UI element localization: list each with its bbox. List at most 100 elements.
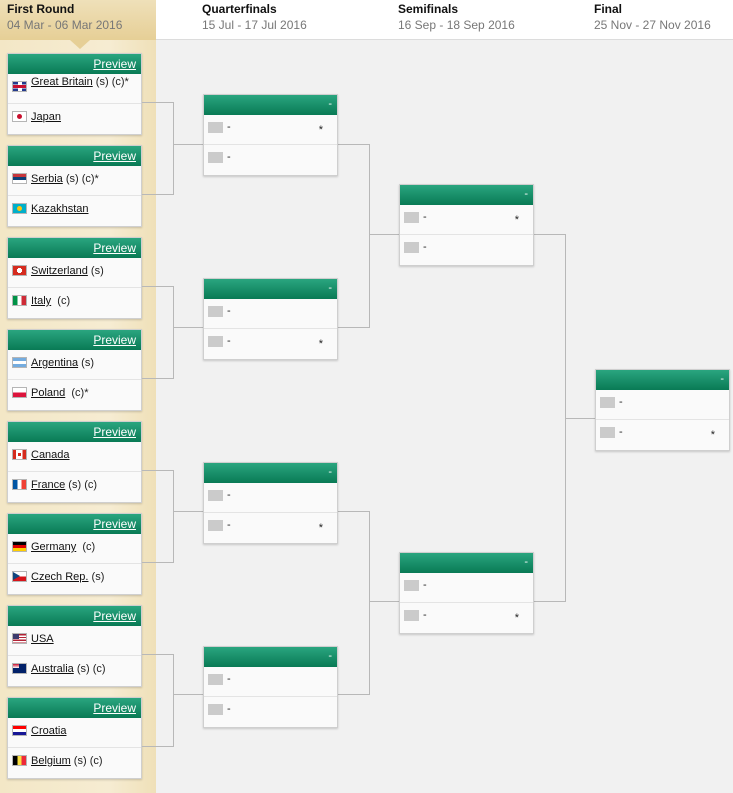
team-placeholder: - bbox=[227, 673, 231, 685]
team-link[interactable]: Argentina bbox=[31, 357, 79, 369]
team-row: Great Britain (s) (c)* bbox=[8, 74, 141, 104]
choice-of-ground-marker: * bbox=[514, 214, 519, 226]
round-name: Final bbox=[594, 2, 623, 16]
quarterfinal-match-4[interactable]: - - - bbox=[203, 646, 338, 728]
round-header-semifinals: Semifinals 16 Sep - 18 Sep 2016 bbox=[398, 0, 515, 40]
team-link[interactable]: Australia bbox=[31, 663, 74, 675]
bracket-connector bbox=[142, 470, 173, 471]
flag-placeholder-icon bbox=[404, 242, 419, 253]
bracket-connector bbox=[173, 654, 174, 747]
team-note: (c) bbox=[76, 541, 96, 553]
semifinal-match-2[interactable]: - - -* bbox=[399, 552, 534, 634]
team-entry: Serbia (s) (c)* bbox=[31, 173, 137, 185]
team-entry: Poland (c)* bbox=[31, 387, 137, 399]
team-link[interactable]: Japan bbox=[31, 111, 61, 123]
quarterfinal-match-3[interactable]: - - -* bbox=[203, 462, 338, 544]
flag-placeholder-icon bbox=[208, 490, 223, 501]
team-row: Belgium (s) (c) bbox=[8, 748, 141, 778]
team-link[interactable]: Belgium bbox=[31, 755, 71, 767]
bracket-connector bbox=[173, 327, 203, 328]
round-name: First Round bbox=[7, 2, 75, 16]
team-link[interactable]: Croatia bbox=[31, 725, 67, 737]
team-entry: Germany (c) bbox=[31, 541, 137, 553]
flag-placeholder-icon bbox=[208, 674, 223, 685]
flag-placeholder-icon bbox=[208, 336, 223, 347]
team-slot: - bbox=[400, 235, 533, 265]
preview-link[interactable]: Preview bbox=[93, 149, 136, 163]
round-header-final: Final 25 Nov - 27 Nov 2016 bbox=[594, 0, 711, 40]
it-flag-icon bbox=[12, 295, 27, 306]
flag-placeholder-icon bbox=[404, 212, 419, 223]
round-name: Semifinals bbox=[398, 2, 459, 16]
round-name: Quarterfinals bbox=[202, 2, 277, 16]
team-entry: Czech Rep. (s) bbox=[31, 571, 137, 583]
match-header: - bbox=[204, 463, 337, 483]
team-slot: -* bbox=[596, 420, 729, 450]
bracket-connector bbox=[173, 470, 174, 563]
team-row: Kazakhstan bbox=[8, 196, 141, 226]
match-header: - bbox=[400, 553, 533, 573]
team-slot: - bbox=[596, 390, 729, 420]
preview-link[interactable]: Preview bbox=[93, 241, 136, 255]
team-link[interactable]: Canada bbox=[31, 449, 70, 461]
team-entry: Croatia bbox=[31, 725, 137, 737]
team-link[interactable]: Switzerland bbox=[31, 265, 88, 277]
preview-link[interactable]: Preview bbox=[93, 57, 136, 71]
bracket-connector bbox=[173, 286, 174, 379]
match-header: - bbox=[400, 185, 533, 205]
flag-placeholder-icon bbox=[600, 397, 615, 408]
choice-of-ground-marker: * bbox=[318, 338, 323, 350]
round-header-quarterfinals: Quarterfinals 15 Jul - 17 Jul 2016 bbox=[202, 0, 307, 40]
team-row: Argentina (s) bbox=[8, 350, 141, 380]
team-note: (s) bbox=[78, 357, 94, 369]
team-link[interactable]: Italy bbox=[31, 295, 52, 307]
team-entry: Belgium (s) (c) bbox=[31, 755, 137, 767]
team-entry: Canada bbox=[31, 449, 137, 461]
final-match[interactable]: - - -* bbox=[595, 369, 730, 451]
team-link[interactable]: Germany bbox=[31, 541, 77, 553]
semifinal-match-1[interactable]: - -* - bbox=[399, 184, 534, 266]
team-link[interactable]: Kazakhstan bbox=[31, 203, 89, 215]
preview-link[interactable]: Preview bbox=[93, 517, 136, 531]
team-placeholder: - bbox=[423, 241, 427, 253]
bracket-connector bbox=[338, 511, 369, 512]
round-header-first-round: First Round 04 Mar - 06 Mar 2016 bbox=[0, 0, 156, 40]
us-flag-icon bbox=[12, 633, 27, 644]
team-link[interactable]: Great Britain bbox=[31, 76, 93, 88]
team-entry: Switzerland (s) bbox=[31, 265, 137, 277]
jp-flag-icon bbox=[12, 111, 27, 122]
preview-link[interactable]: Preview bbox=[93, 425, 136, 439]
flag-placeholder-icon bbox=[404, 610, 419, 621]
preview-link[interactable]: Preview bbox=[93, 701, 136, 715]
round-dates: 16 Sep - 18 Sep 2016 bbox=[398, 18, 515, 32]
bracket-connector bbox=[338, 327, 369, 328]
team-link[interactable]: Czech Rep. bbox=[31, 571, 89, 583]
team-link[interactable]: France bbox=[31, 479, 66, 491]
team-note: (s) (c) bbox=[65, 479, 98, 491]
team-link[interactable]: USA bbox=[31, 633, 54, 645]
choice-of-ground-marker: * bbox=[514, 612, 519, 624]
team-entry: Great Britain (s) (c)* bbox=[31, 76, 137, 88]
bracket-connector bbox=[338, 694, 369, 695]
bracket-connector bbox=[142, 194, 173, 195]
team-slot: -* bbox=[204, 329, 337, 359]
quarterfinal-match-2[interactable]: - - -* bbox=[203, 278, 338, 360]
flag-placeholder-icon bbox=[600, 427, 615, 438]
flag-placeholder-icon bbox=[404, 580, 419, 591]
team-link[interactable]: Poland bbox=[31, 387, 66, 399]
team-placeholder: - bbox=[227, 151, 231, 163]
preview-link[interactable]: Preview bbox=[93, 333, 136, 347]
au-flag-icon bbox=[12, 663, 27, 674]
bracket-connector bbox=[173, 144, 203, 145]
team-slot: - bbox=[204, 667, 337, 697]
team-placeholder: - bbox=[227, 703, 231, 715]
team-placeholder: - bbox=[423, 579, 427, 591]
bracket-connector bbox=[142, 654, 173, 655]
rounds-header: First Round 04 Mar - 06 Mar 2016 Quarter… bbox=[0, 0, 733, 40]
first-round-tie-6: Preview Germany (c) Czech Rep. (s) bbox=[7, 513, 142, 595]
team-link[interactable]: Serbia bbox=[31, 173, 63, 185]
preview-link[interactable]: Preview bbox=[93, 609, 136, 623]
team-placeholder: - bbox=[227, 335, 231, 347]
quarterfinal-match-1[interactable]: - -* - bbox=[203, 94, 338, 176]
team-placeholder: - bbox=[619, 396, 623, 408]
